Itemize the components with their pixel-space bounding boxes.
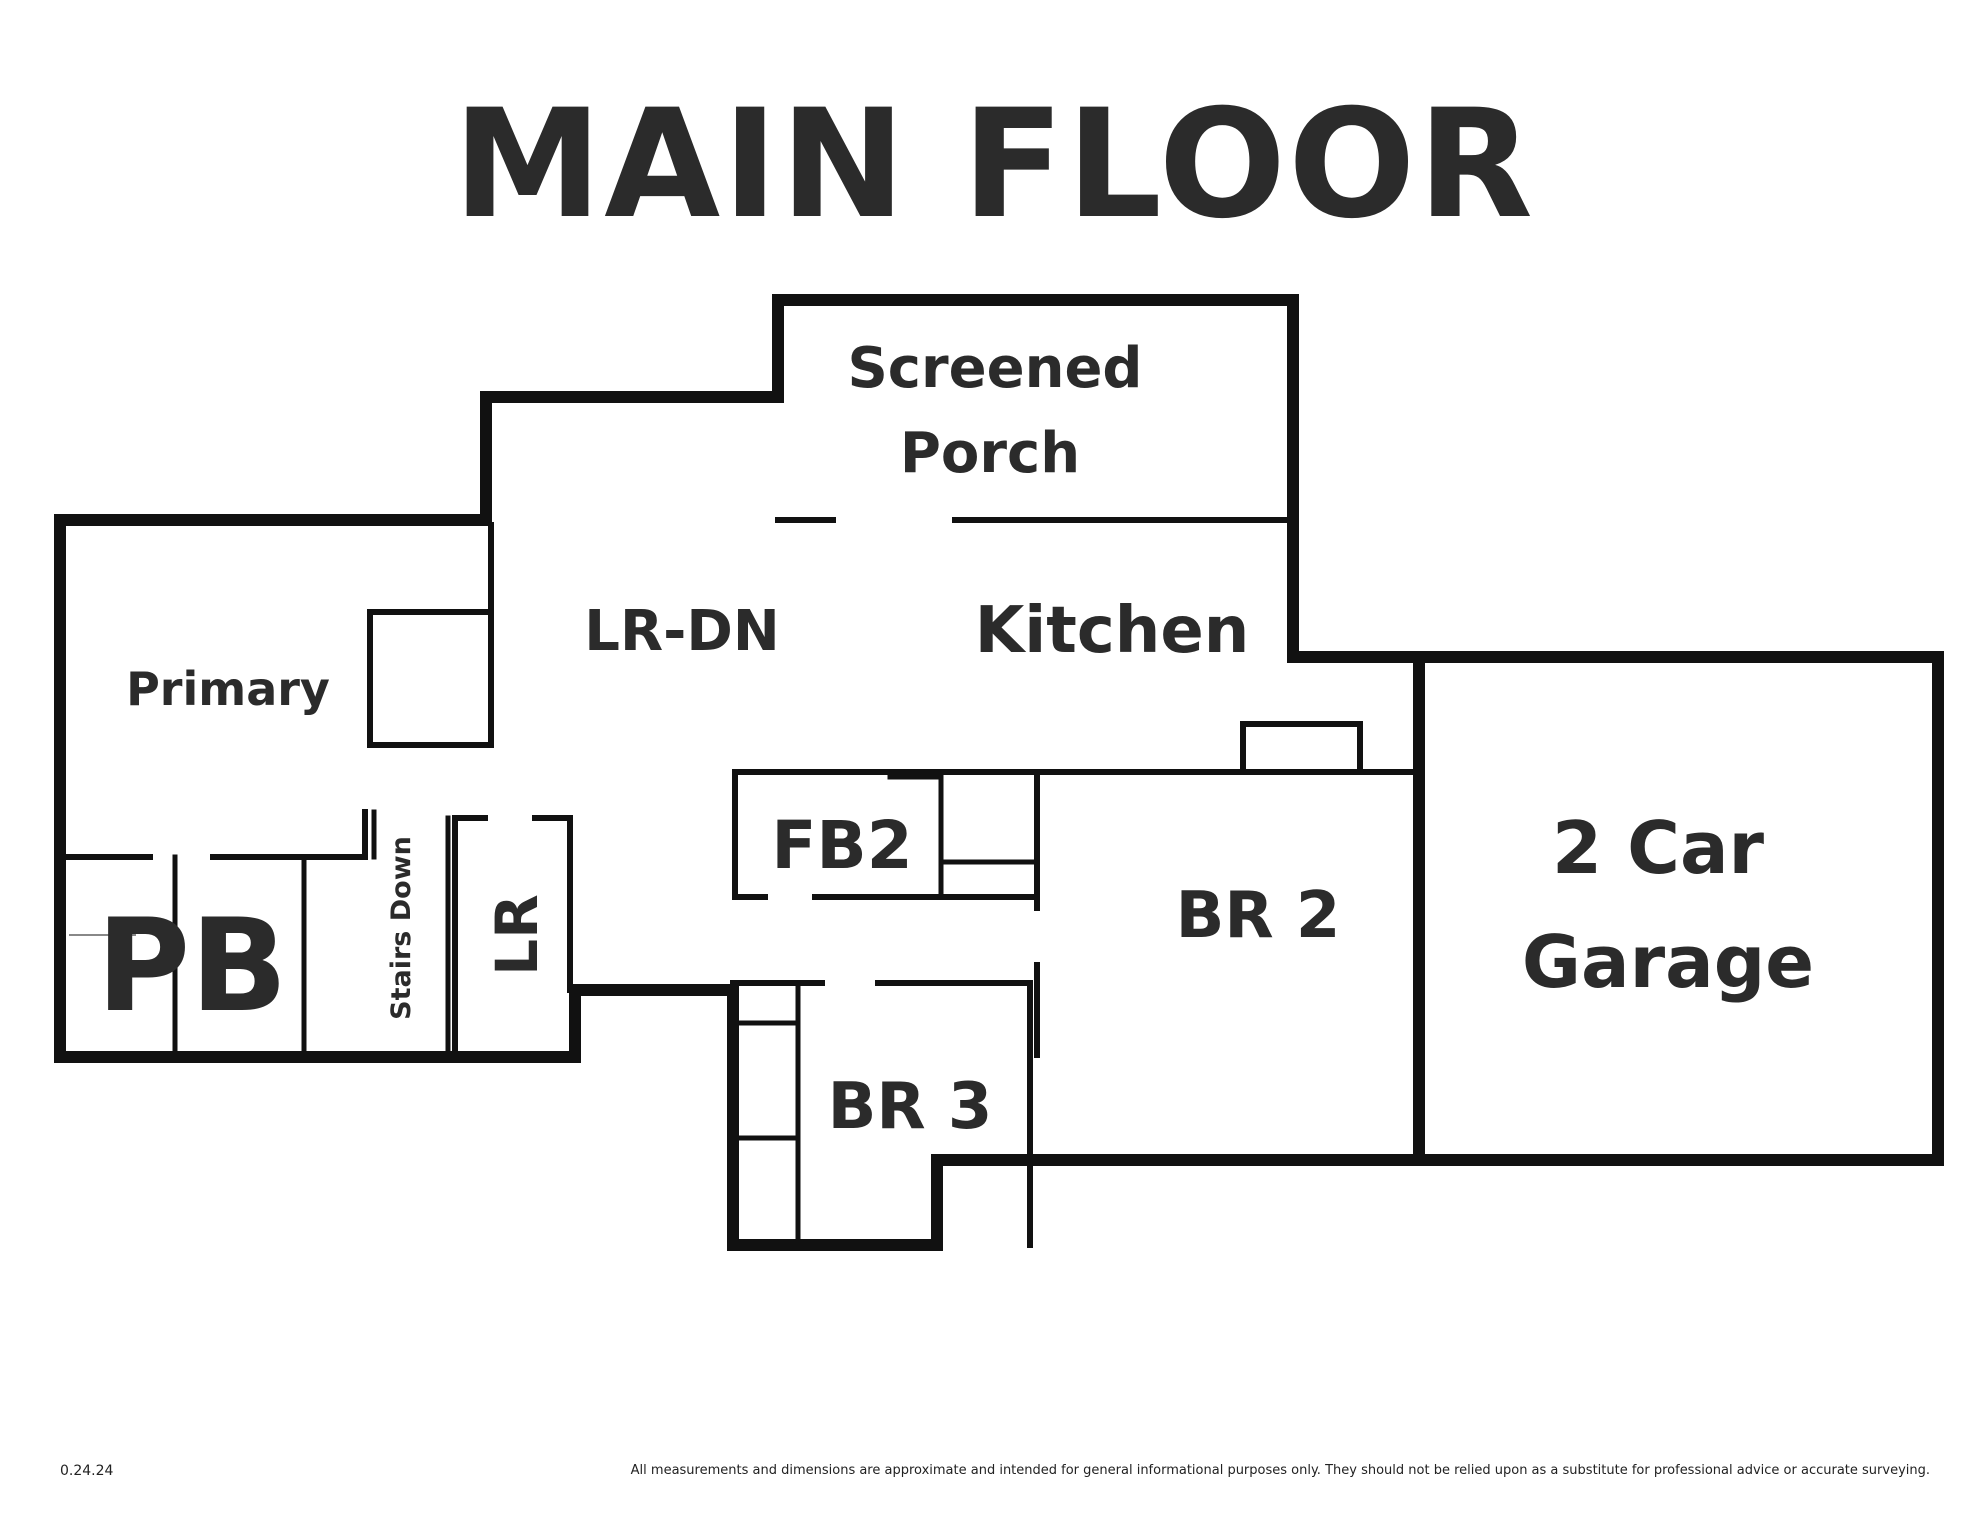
label-stairs-down: Stairs Down: [386, 836, 417, 1020]
label-primary: Primary: [126, 662, 330, 716]
lr-wall: [452, 815, 573, 1055]
version-label: 0.24.24: [60, 1463, 114, 1479]
bath-row-wall: [63, 809, 368, 860]
label-lr-dn: LR-DN: [584, 599, 779, 664]
garage-wall: [1413, 651, 1944, 1166]
fb2-inner: [887, 774, 1040, 900]
label-screened-porch-2: Porch: [900, 421, 1080, 486]
label-lr: LR: [483, 894, 551, 976]
disclaimer: All measurements and dimensions are appr…: [630, 1463, 1930, 1478]
label-fb2: FB2: [771, 807, 912, 884]
label-kitchen: Kitchen: [975, 594, 1250, 668]
page-title: MAIN FLOOR: [452, 78, 1536, 252]
pb-split: [172, 854, 307, 1055]
label-br3: BR 3: [828, 1070, 993, 1144]
walls: [54, 294, 1944, 1251]
br3-closet: [735, 980, 801, 1248]
label-garage-2: Garage: [1522, 920, 1814, 1004]
kitchen-island: [1240, 721, 1363, 775]
label-pb: PB: [96, 892, 287, 1041]
label-screened-porch-1: Screened: [847, 336, 1142, 401]
exterior-wall: [54, 294, 1425, 1251]
primary-closet: [367, 609, 494, 748]
label-garage-1: 2 Car: [1552, 806, 1765, 890]
br3-wall: [730, 980, 1033, 1248]
room-labels: Screened Porch LR-DN Kitchen Primary PB …: [96, 336, 1814, 1144]
stairs-wall: [371, 809, 451, 1055]
label-br2: BR 2: [1176, 879, 1341, 953]
